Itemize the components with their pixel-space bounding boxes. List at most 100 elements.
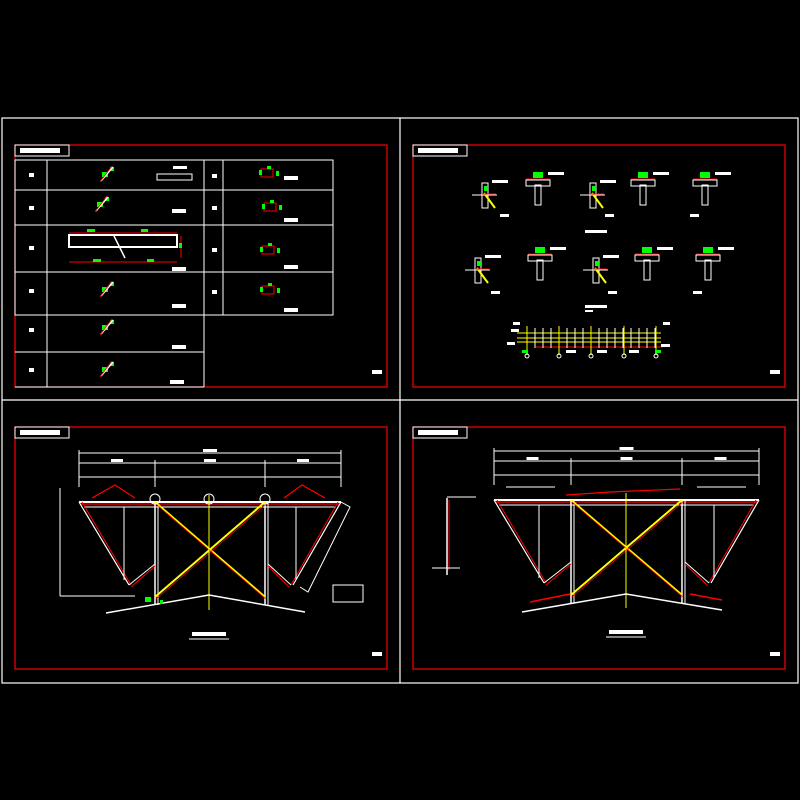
dimension-text — [297, 459, 309, 462]
sheet-number — [372, 652, 382, 656]
text-label — [173, 166, 187, 169]
member-edge — [99, 280, 113, 298]
footing-right — [689, 593, 723, 601]
arch-right — [283, 484, 326, 499]
legend-table — [156, 173, 193, 181]
dimension-text — [619, 447, 634, 450]
tie — [128, 563, 156, 586]
text-label — [500, 214, 509, 217]
rebar-mark — [260, 247, 263, 252]
rebar-mark — [535, 247, 545, 253]
text-label — [170, 380, 184, 384]
text-label — [657, 247, 673, 250]
tie-rebar — [545, 563, 572, 586]
rebar-mark — [477, 261, 481, 266]
text-label — [550, 247, 566, 250]
text-label — [511, 329, 519, 332]
sheet-title — [20, 148, 60, 153]
text-label — [585, 305, 607, 308]
table-right-block — [14, 159, 334, 316]
axis-bubble — [524, 353, 530, 359]
right-slope-rebar — [708, 499, 757, 584]
rebar-mark — [270, 200, 274, 203]
brace — [591, 192, 604, 209]
sheet-title — [418, 430, 458, 435]
dimension-text — [714, 457, 727, 460]
row-number — [29, 206, 34, 210]
tie — [267, 563, 292, 586]
row-number — [29, 173, 34, 177]
rebar-mark — [145, 597, 151, 602]
beam-section — [68, 234, 178, 248]
rebar-mark — [147, 259, 154, 262]
text-label — [513, 322, 520, 325]
text-label — [603, 255, 619, 258]
tie-rebar — [130, 565, 156, 588]
column — [643, 259, 651, 281]
hinge-circle — [149, 493, 161, 505]
brace — [483, 192, 496, 209]
row-number — [212, 174, 217, 178]
beam — [634, 254, 660, 262]
axis-bubble — [653, 353, 659, 359]
beam — [695, 254, 721, 262]
right-slope — [292, 501, 342, 586]
rebar-mark — [703, 247, 713, 253]
column — [704, 259, 712, 281]
ground-line — [105, 594, 306, 614]
beam — [525, 179, 551, 187]
text-label — [284, 308, 298, 312]
text-label — [507, 342, 515, 345]
axis-bubble — [556, 353, 562, 359]
text-label — [492, 180, 508, 183]
drawing-caption — [192, 632, 226, 636]
member-edge — [99, 165, 113, 183]
rebar-mark — [268, 283, 272, 286]
text-label — [172, 267, 186, 271]
text-label — [172, 304, 186, 308]
detail-outline — [263, 202, 277, 212]
beam — [692, 179, 718, 187]
beam — [630, 179, 656, 187]
text-label — [718, 247, 734, 250]
legend-table — [332, 584, 364, 603]
ground-line — [521, 593, 723, 613]
drawing-caption — [609, 630, 643, 634]
column — [534, 184, 542, 206]
member-edge — [94, 195, 108, 213]
x-brace-edge — [571, 501, 684, 598]
rebar-mark — [102, 287, 108, 292]
row-number — [29, 289, 34, 293]
row-number — [29, 368, 34, 372]
text-label — [491, 291, 500, 294]
panel-frame-elevation-2 — [432, 447, 760, 638]
sheet-border — [14, 426, 388, 670]
sheet-frames — [1, 117, 799, 684]
rebar-mark — [141, 229, 148, 232]
beam-cut — [113, 235, 126, 259]
rebar-mark — [87, 229, 95, 232]
tie — [684, 561, 710, 584]
brace — [476, 267, 489, 284]
inclined-member — [299, 501, 351, 593]
panel-node-details — [465, 172, 734, 359]
right-slope-rebar — [290, 501, 339, 586]
rebar-mark — [259, 170, 262, 175]
column — [701, 184, 709, 206]
rebar-mark — [102, 172, 108, 177]
axis-bubble — [621, 353, 627, 359]
member-edge — [99, 360, 113, 378]
sheet-border — [412, 144, 786, 388]
panel-detail-table — [14, 159, 334, 388]
rebar-mark — [595, 261, 599, 266]
text-label — [585, 310, 593, 312]
sheet-number — [770, 370, 780, 374]
hinge-circle — [259, 493, 271, 505]
rebar-mark — [277, 248, 280, 253]
rebar-mark — [522, 350, 528, 353]
rebar-mark — [279, 205, 282, 210]
rebar-mark — [160, 600, 163, 604]
text-label — [653, 172, 669, 175]
tie — [543, 561, 572, 584]
